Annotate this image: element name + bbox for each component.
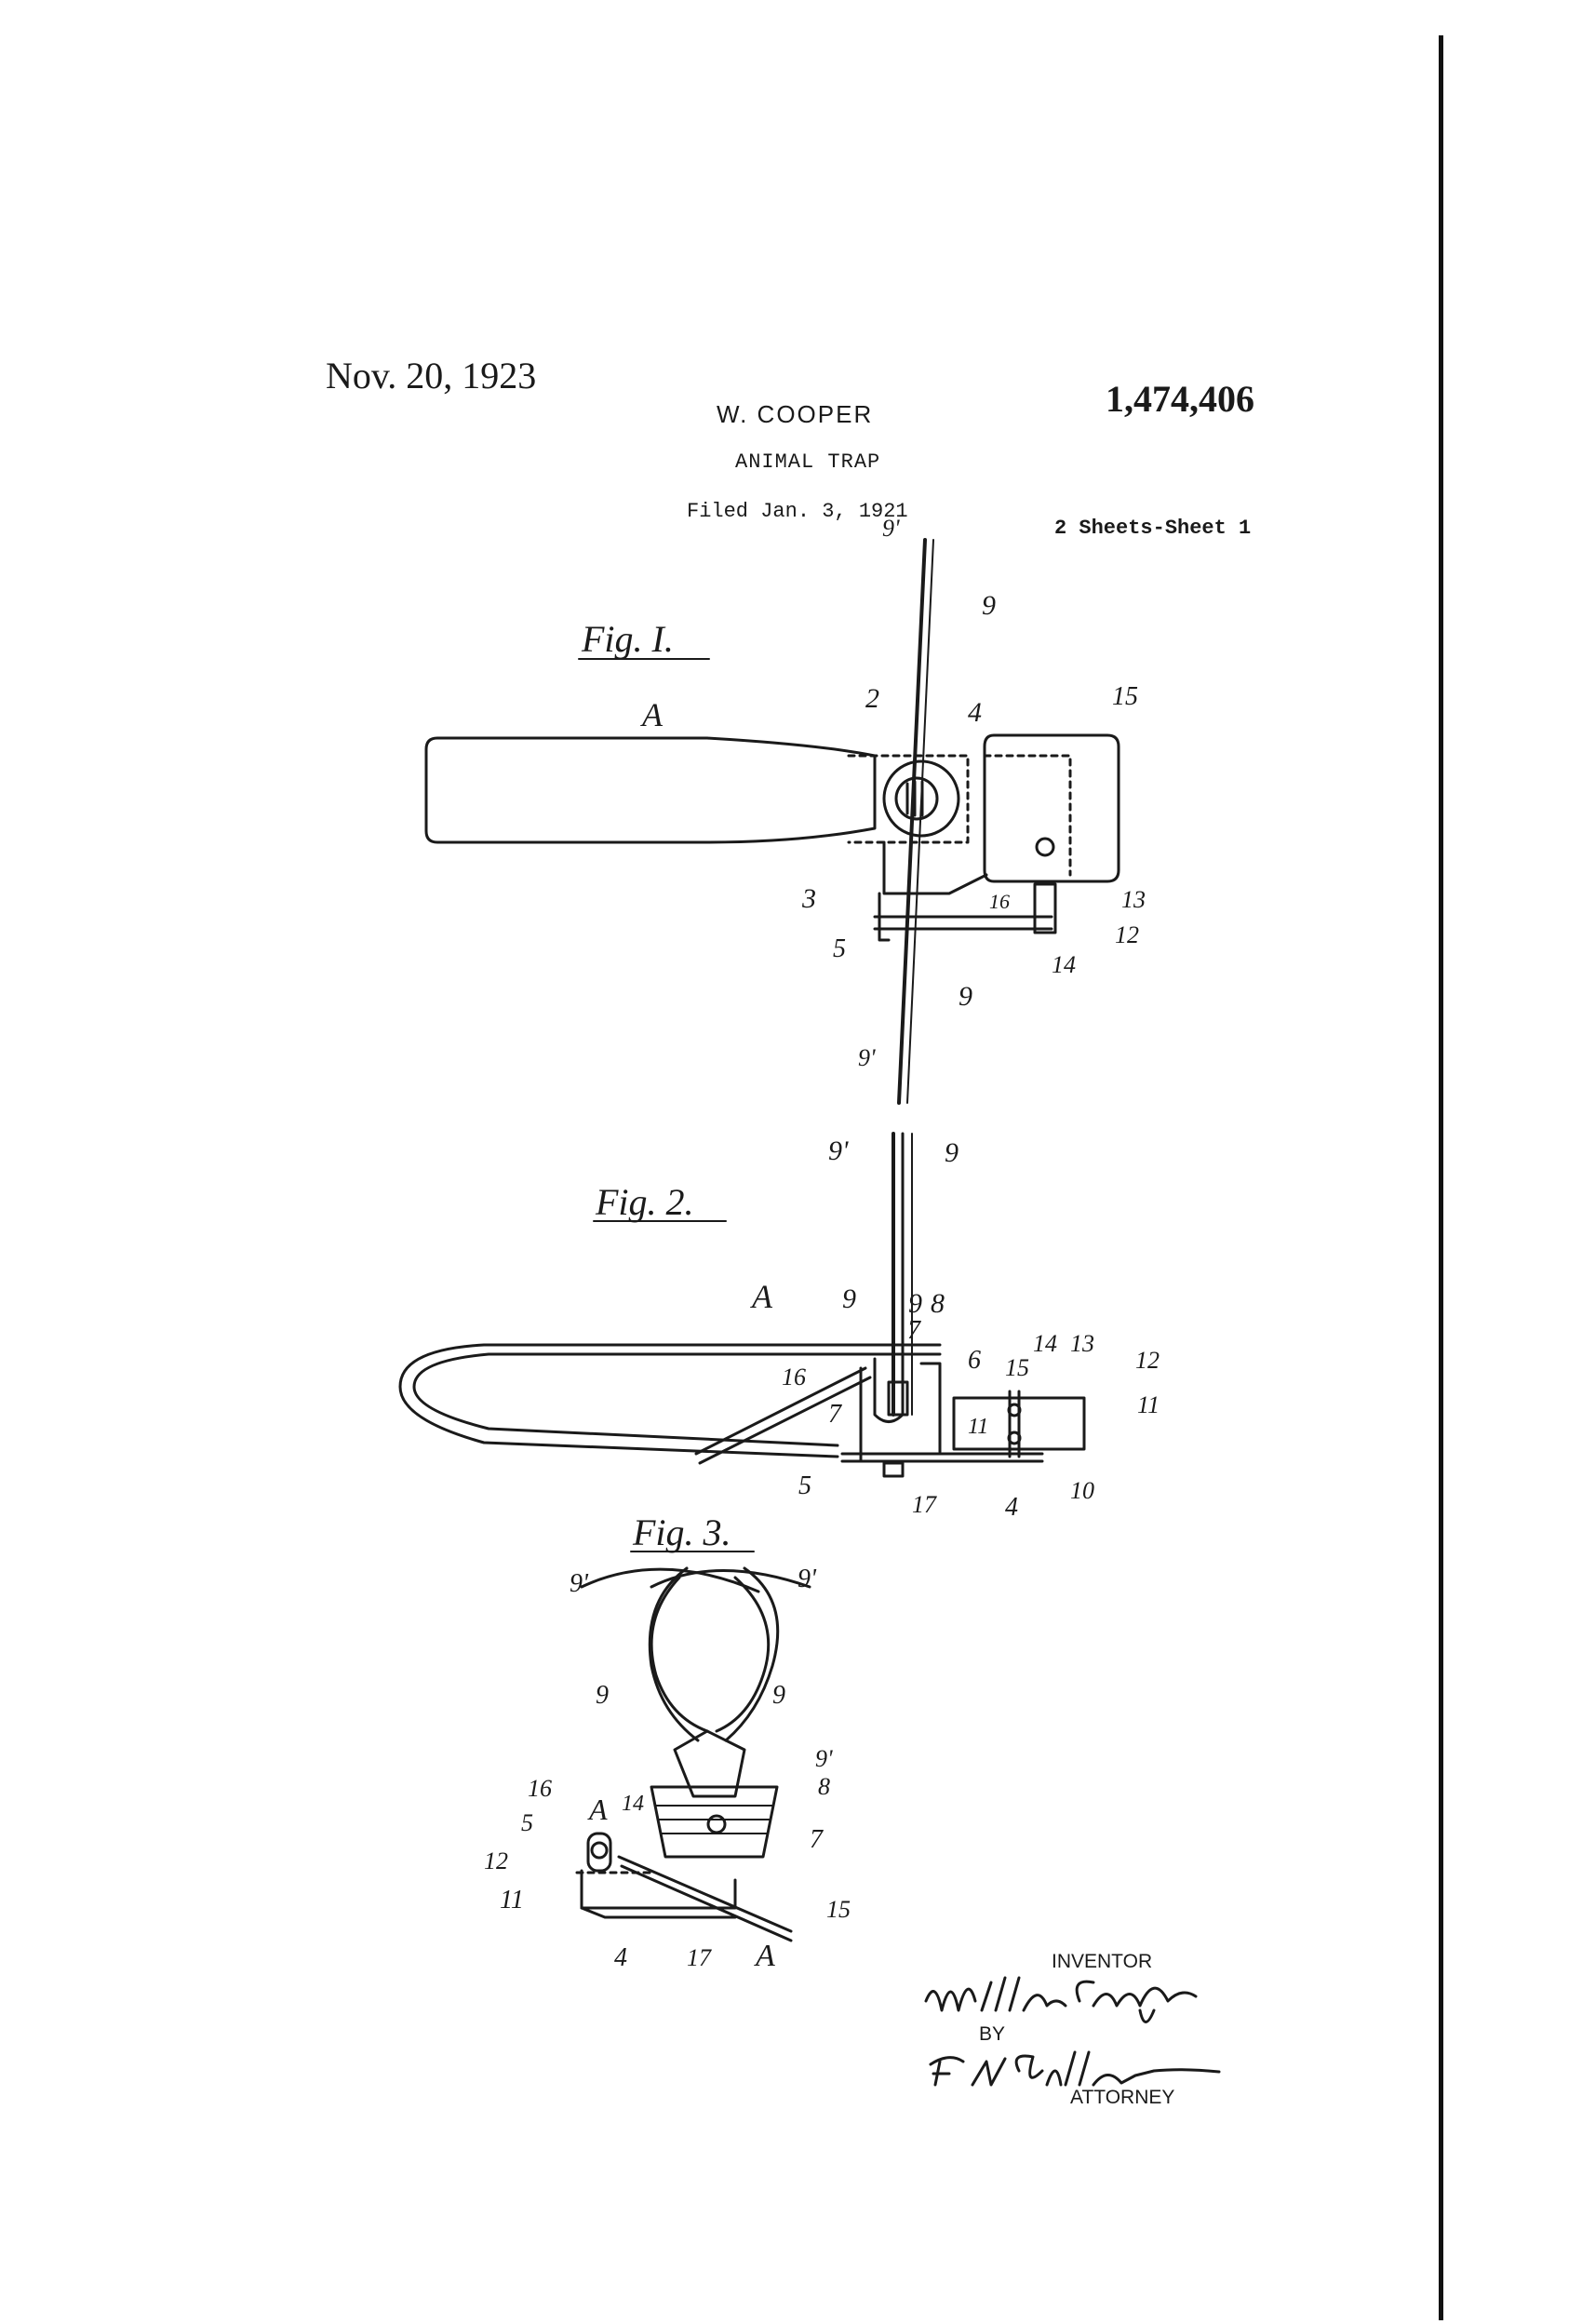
svg-text:9': 9' <box>828 1135 849 1166</box>
svg-text:8: 8 <box>818 1773 830 1800</box>
svg-text:9: 9 <box>596 1681 609 1710</box>
svg-text:9': 9' <box>815 1745 833 1772</box>
svg-text:8: 8 <box>931 1288 945 1319</box>
svg-text:5: 5 <box>521 1809 533 1836</box>
patent-number: 1,474,406 <box>1106 378 1254 420</box>
svg-text:12: 12 <box>484 1847 508 1874</box>
svg-text:9: 9 <box>982 590 996 621</box>
svg-text:9': 9' <box>882 515 900 542</box>
svg-text:4: 4 <box>1005 1493 1018 1522</box>
svg-text:9': 9' <box>570 1569 589 1598</box>
svg-text:16: 16 <box>782 1364 806 1390</box>
svg-text:15: 15 <box>1005 1354 1029 1381</box>
svg-text:A: A <box>640 696 664 733</box>
svg-text:17: 17 <box>912 1491 937 1518</box>
svg-text:9': 9' <box>858 1044 876 1071</box>
svg-text:14: 14 <box>622 1792 644 1816</box>
page-edge-rule <box>1439 35 1443 2320</box>
figure-1: Fig. I. A 2 4 15 9 9' 3 5 16 1 <box>424 515 1146 1105</box>
fig3-caption: Fig. 3. <box>632 1511 731 1553</box>
svg-text:12: 12 <box>1115 921 1139 948</box>
patent-title: ANIMAL TRAP <box>735 450 881 474</box>
svg-text:15: 15 <box>1112 682 1138 711</box>
svg-text:9: 9 <box>959 981 972 1012</box>
by-label: BY <box>979 2023 1006 2045</box>
figure-3: Fig. 3. 9' 9' 9 9 9' 8 7 16 A <box>484 1511 851 1973</box>
sheet-count: 2 Sheets-Sheet 1 <box>1054 517 1252 540</box>
svg-text:10: 10 <box>1070 1477 1094 1504</box>
inventor-name: W. COOPER <box>717 400 874 428</box>
inventor-label: INVENTOR <box>1052 1951 1153 1972</box>
svg-text:11: 11 <box>968 1415 988 1439</box>
svg-text:11: 11 <box>1137 1391 1160 1418</box>
fig1-caption: Fig. I. <box>581 618 674 660</box>
figure-2: Fig. 2. A 9 9 8 7 6 16 7 15 <box>398 1132 1160 1522</box>
svg-text:9: 9 <box>908 1288 922 1319</box>
svg-text:5: 5 <box>833 934 846 963</box>
svg-text:12: 12 <box>1135 1347 1160 1374</box>
svg-text:16: 16 <box>989 890 1010 913</box>
svg-text:7: 7 <box>828 1400 842 1429</box>
svg-text:17: 17 <box>687 1944 712 1971</box>
svg-text:3: 3 <box>801 883 816 914</box>
svg-text:9: 9 <box>772 1681 785 1710</box>
svg-text:14: 14 <box>1052 951 1076 978</box>
svg-text:6: 6 <box>968 1346 981 1375</box>
svg-text:15: 15 <box>826 1896 851 1923</box>
svg-text:4: 4 <box>614 1943 627 1972</box>
svg-text:14: 14 <box>1033 1330 1057 1357</box>
svg-text:16: 16 <box>528 1775 552 1802</box>
filed-date: Filed Jan. 3, 1921 <box>687 500 908 523</box>
attorney-signature <box>929 2050 1221 2087</box>
svg-text:A: A <box>587 1793 608 1826</box>
inventor-signature <box>924 1976 1198 2023</box>
svg-text:2: 2 <box>865 683 879 714</box>
svg-text:9: 9 <box>842 1283 856 1314</box>
svg-text:9': 9' <box>798 1565 817 1593</box>
svg-text:13: 13 <box>1121 886 1146 913</box>
svg-text:11: 11 <box>500 1886 524 1914</box>
svg-text:7: 7 <box>810 1825 824 1854</box>
svg-text:4: 4 <box>968 697 982 728</box>
fig2-caption: Fig. 2. <box>595 1181 694 1223</box>
patent-date: Nov. 20, 1923 <box>326 355 537 396</box>
svg-text:5: 5 <box>798 1471 811 1500</box>
svg-text:13: 13 <box>1070 1330 1094 1357</box>
svg-text:9: 9 <box>945 1137 959 1168</box>
svg-text:A: A <box>754 1939 775 1973</box>
attorney-label: ATTORNEY <box>1070 2087 1175 2108</box>
svg-text:7: 7 <box>907 1316 921 1345</box>
svg-text:A: A <box>750 1278 773 1315</box>
